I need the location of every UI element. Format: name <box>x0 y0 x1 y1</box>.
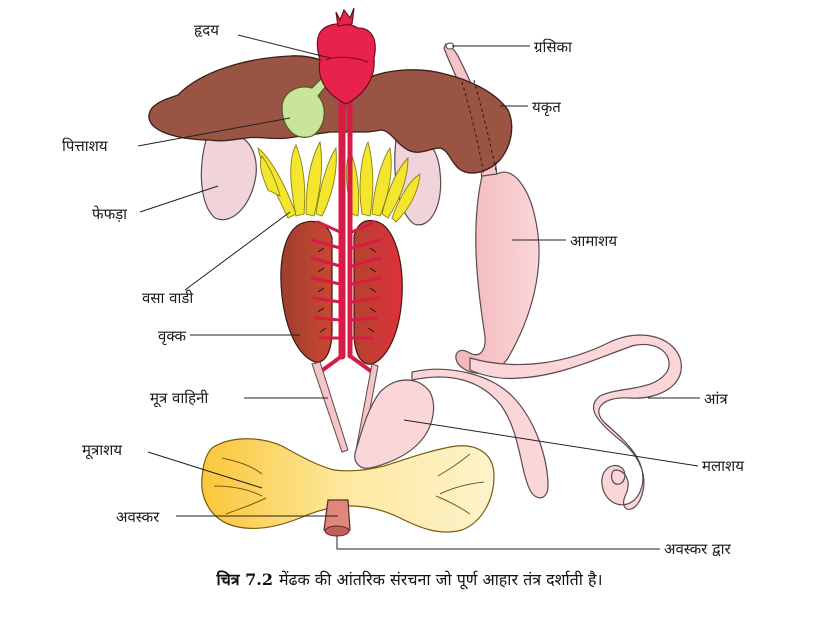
stomach <box>455 171 540 375</box>
left-ureter <box>311 361 349 453</box>
blood-vessels <box>310 94 382 374</box>
urinary-bladder <box>201 438 495 533</box>
label-ureter: मूत्र वाहिनी <box>150 389 209 408</box>
label-kidney: वृक्क <box>158 327 187 346</box>
esophagus-hidden <box>461 79 498 177</box>
figure-number: चित्र 7.2 <box>216 570 273 589</box>
label-lungs: फेफड़ा <box>92 205 128 223</box>
heart <box>316 23 376 105</box>
label-cloacal-aperture: अवस्कर द्वार <box>664 540 732 558</box>
heart-groove <box>325 56 369 63</box>
label-urinary-bladder: मूत्राशय <box>82 441 122 460</box>
figure-caption-text: मेंढक की आंतरिक संरचना जो पूर्ण आहार तंत… <box>278 570 603 589</box>
label-gall-bladder: पित्ताशय <box>62 137 108 155</box>
cloacal-aperture <box>324 525 350 537</box>
figure-caption: चित्र 7.2 मेंढक की आंतरिक संरचना जो पूर्ण… <box>0 568 819 590</box>
left-kidney <box>280 220 333 363</box>
rectum <box>354 379 435 469</box>
label-liver: यकृत <box>532 98 561 117</box>
fat-bodies <box>257 140 421 223</box>
intestine <box>469 334 682 510</box>
bladder-folds <box>213 453 485 515</box>
kidney-details <box>317 247 377 333</box>
label-esophagus: ग्रसिका <box>534 38 573 56</box>
label-cloaca: अवस्कर <box>116 508 160 526</box>
label-fat-bodies: वसा वाडी <box>142 289 194 307</box>
left-lung <box>200 135 257 221</box>
label-heart: हृदय <box>194 21 219 39</box>
heart-vessels <box>335 7 355 27</box>
gall-bladder <box>281 76 327 138</box>
label-rectum: मलाशय <box>702 457 744 475</box>
label-stomach: आमाशय <box>570 232 617 250</box>
label-intestine: आंत्र <box>704 390 728 408</box>
intestine-loop <box>411 368 549 499</box>
leader-lines <box>137 34 700 550</box>
